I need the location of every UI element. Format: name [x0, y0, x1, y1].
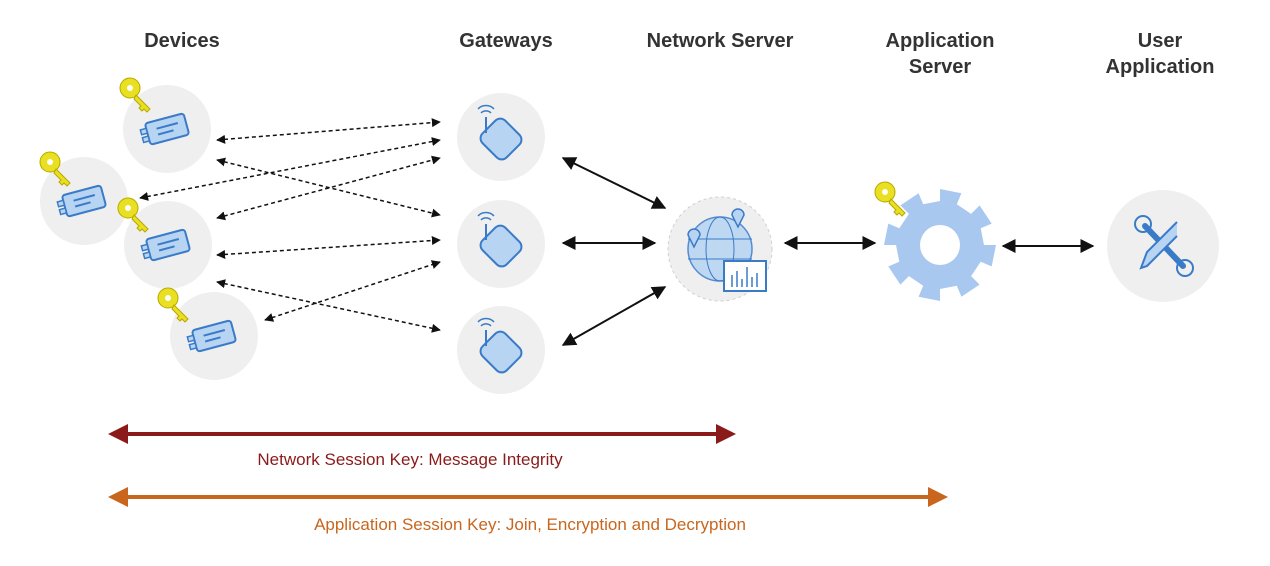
gateway-node: [457, 200, 545, 288]
device-gateway-link: [264, 260, 441, 322]
network-server-node: [667, 196, 773, 302]
wrench-head: [1134, 215, 1152, 233]
network-server-title: Network Server: [646, 30, 794, 52]
device-gateway-link: [216, 236, 441, 259]
monitor-icon: [723, 260, 767, 292]
gateways-title: Gateways: [459, 30, 553, 52]
globe-meridian: [705, 216, 735, 282]
device-gateway-link: [216, 118, 441, 144]
user-application-title: User Application: [1090, 28, 1230, 80]
application-server-node: [884, 189, 996, 301]
device-gateway-link: [139, 137, 441, 201]
application-session-key-label: Application Session Key: Join, Encryptio…: [314, 515, 746, 534]
device-gateway-link: [216, 155, 441, 221]
screwdriver-icon: [1139, 221, 1178, 270]
gateway-node: [457, 93, 545, 181]
devices-title: Devices: [144, 30, 220, 52]
application-server-title: Application Server: [860, 28, 1020, 80]
gateway-node: [457, 306, 545, 394]
pin-icon: [687, 228, 701, 249]
backhaul-link: [561, 286, 667, 346]
network-session-key-label: Network Session Key: Message Integrity: [257, 450, 563, 469]
application-server-title-line1: Application: [885, 30, 995, 52]
wrench-head: [1176, 259, 1194, 277]
user-application-node: [1107, 190, 1219, 302]
gear-hole: [920, 225, 960, 265]
pin-icon: [731, 208, 745, 229]
backhaul-link: [561, 157, 667, 209]
user-application-title-line2: Application: [1105, 56, 1215, 78]
user-application-title-line1: User: [1137, 30, 1183, 52]
application-server-title-line2: Server: [908, 56, 972, 78]
device-node: [124, 201, 212, 289]
device-node: [170, 292, 258, 380]
key-icon: [874, 181, 906, 217]
